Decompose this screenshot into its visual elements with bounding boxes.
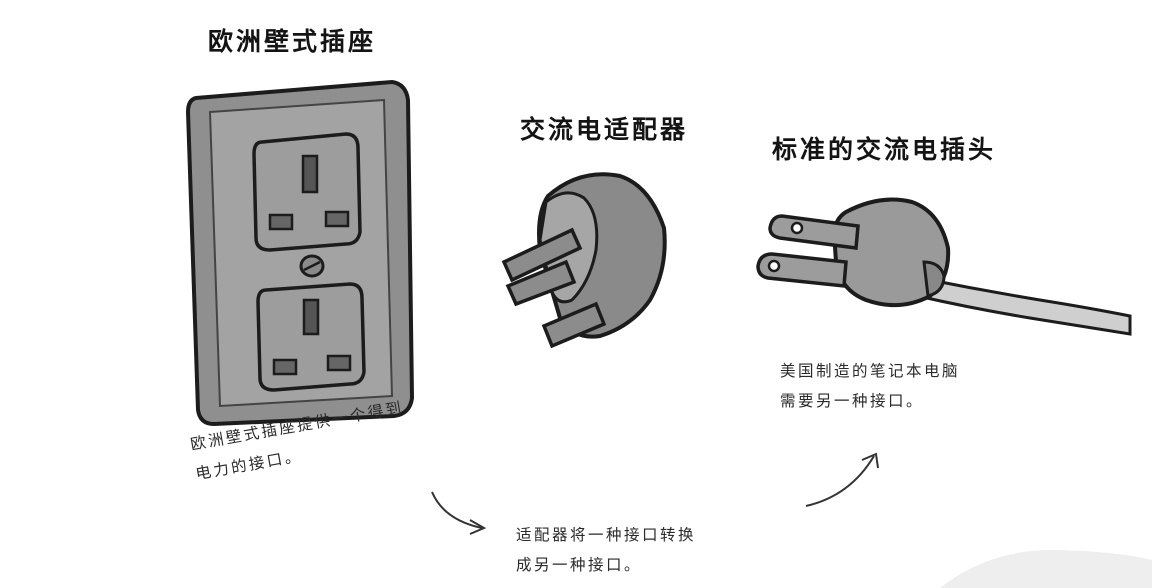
standard-plug-illustration <box>756 197 1132 336</box>
outlet-bottom-right-slot <box>326 354 352 372</box>
laptop-note: 美国制造的笔记本电脑 需要另一种接口。 <box>780 356 960 416</box>
adapter-pin-bottom <box>541 301 607 349</box>
ac-adapter-title: 交流电适配器 <box>520 115 689 144</box>
plug-strain-relief <box>922 260 946 298</box>
euro-socket-title: 欧洲壁式插座 <box>208 27 377 56</box>
outlet-top-left-slot <box>268 213 294 231</box>
adapter-note-line1: 适配器将一种接口转换 <box>516 526 697 544</box>
adapter-note-line2: 成另一种接口。 <box>516 556 643 574</box>
outlet-bottom-earth-slot <box>302 298 320 336</box>
plug-prong-bottom <box>756 252 848 288</box>
standard-plug-title: 标准的交流电插头 <box>772 135 997 164</box>
background-shade <box>940 549 1152 588</box>
laptop-note-line1: 美国制造的笔记本电脑 <box>780 362 961 380</box>
outlet-top-right-slot <box>324 210 350 228</box>
euro-socket-illustration <box>185 79 415 427</box>
outlet-bottom-left-slot <box>272 358 298 376</box>
adapter-pin-top <box>501 227 583 283</box>
outlet-top-earth-slot <box>301 154 319 194</box>
ac-adapter-illustration <box>501 172 667 349</box>
adapter-pin-middle <box>505 259 577 307</box>
plug-cord <box>916 276 1132 336</box>
plug-prong-top <box>768 214 860 250</box>
adapter-note: 适配器将一种接口转换 成另一种接口。 <box>516 520 696 580</box>
arrow-socket-to-adapter <box>431 491 487 535</box>
laptop-note-line2: 需要另一种接口。 <box>780 392 925 410</box>
arrow-adapter-to-laptop <box>805 452 879 507</box>
